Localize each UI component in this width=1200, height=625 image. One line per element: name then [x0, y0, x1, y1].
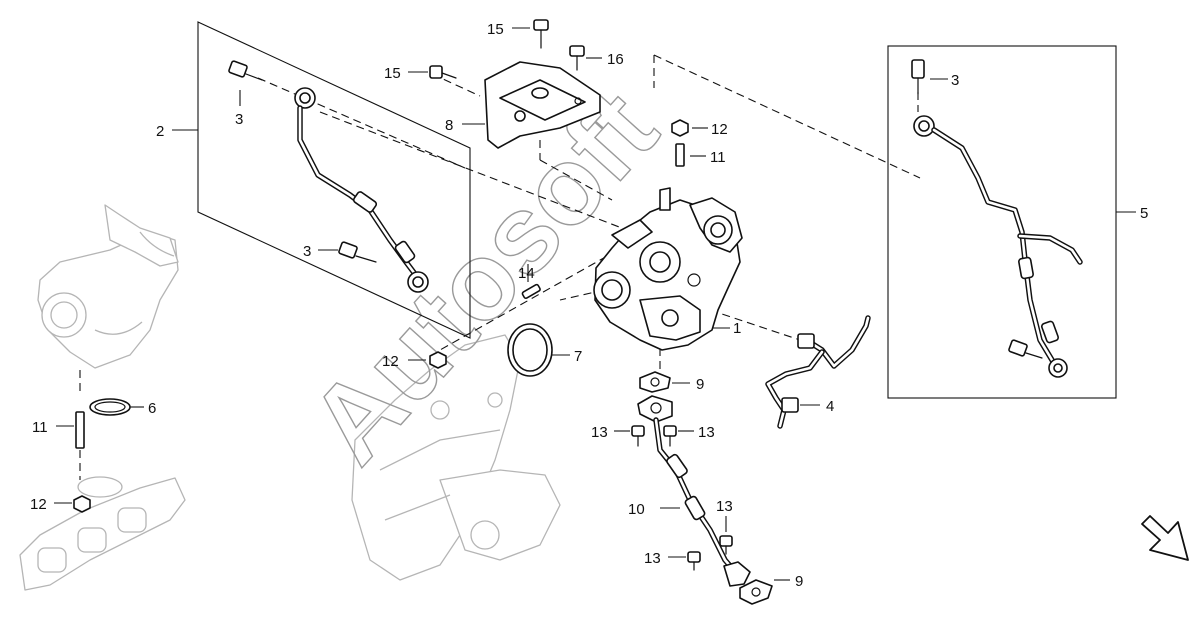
label-part-11: 11	[710, 149, 726, 166]
nut-12-upper	[671, 119, 708, 137]
label-part-11: 11	[32, 419, 48, 436]
label-part-7: 7	[574, 348, 582, 365]
o-ring-6	[89, 398, 144, 416]
bolt-3-lower-left	[318, 241, 377, 263]
bolt-13-left	[614, 425, 645, 447]
part-turbocharger	[593, 187, 743, 351]
label-part-3: 3	[303, 243, 311, 260]
part-oil-return-tube	[637, 395, 751, 587]
arrow-down-right-icon	[1141, 515, 1189, 561]
bolt-3-right-assembly-lower	[1008, 339, 1043, 359]
bolt-15-left	[408, 65, 457, 79]
label-part-9: 9	[795, 573, 803, 590]
gasket-9-upper	[639, 371, 690, 393]
stud-11-upper	[675, 143, 706, 167]
label-part-4: 4	[826, 398, 834, 415]
label-part-8: 8	[445, 117, 453, 134]
label-part-5: 5	[1140, 205, 1148, 222]
part-oil-return-pipe-right	[913, 115, 1083, 378]
label-part-12: 12	[382, 353, 399, 370]
part-oil-feed-pipe	[294, 87, 429, 293]
label-part-13: 13	[644, 550, 661, 567]
bolt-3-right-assembly	[911, 59, 948, 95]
label-part-13: 13	[698, 424, 715, 441]
label-part-12: 12	[30, 496, 47, 513]
label-part-15: 15	[384, 65, 401, 82]
ghost-exhaust-manifold-left	[19, 476, 186, 591]
label-part-3: 3	[235, 111, 243, 128]
part-heat-shield	[462, 61, 601, 149]
gasket-9-lower	[739, 579, 790, 605]
label-part-9: 9	[696, 376, 704, 393]
bolt-15-top	[512, 19, 549, 49]
label-part-15: 15	[487, 21, 504, 38]
label-part-14: 14	[518, 265, 535, 282]
bolt-3-upper-left	[228, 60, 263, 106]
gasket-ring-7	[507, 323, 570, 377]
bolt-13-right	[663, 425, 694, 447]
ghost-exhaust-manifold-center	[351, 334, 561, 581]
label-part-3: 3	[951, 72, 959, 89]
part-labels: 1 2 3 3 3 4 5 6 7 8 9 9 10 11 11 12 12 1…	[30, 21, 1148, 590]
part-coolant-pipe	[765, 315, 871, 429]
nut-12-left	[54, 495, 91, 513]
ghost-turbo-left	[37, 204, 179, 369]
assembly-dashed-lines	[79, 54, 921, 480]
label-part-2: 2	[156, 123, 164, 140]
label-part-12: 12	[711, 121, 728, 138]
bolt-16	[569, 45, 602, 71]
stud-11-left	[56, 411, 85, 449]
frame-oil-feed-assembly	[172, 21, 471, 339]
bolt-13-lower-left	[668, 551, 701, 571]
label-part-13: 13	[716, 498, 733, 515]
frame-oil-return-assembly	[887, 45, 1136, 399]
nut-12-middle	[408, 351, 447, 369]
label-part-13: 13	[591, 424, 608, 441]
pin-14	[521, 264, 541, 300]
label-part-16: 16	[607, 51, 624, 68]
label-part-6: 6	[148, 400, 156, 417]
label-part-1: 1	[733, 320, 741, 337]
bolt-13-lower-right	[719, 516, 733, 555]
label-part-10: 10	[628, 501, 645, 518]
